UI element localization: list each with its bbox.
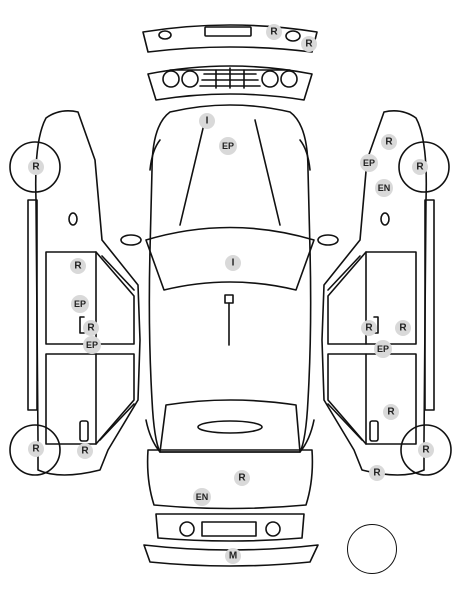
marker-label: R <box>365 323 373 334</box>
marker-label: R <box>422 445 430 456</box>
marker-left-front-door-ep[interactable]: EP <box>71 295 89 313</box>
marker-right-front-wheel-r[interactable]: R <box>412 159 428 175</box>
left-front-wheel[interactable] <box>9 141 61 193</box>
marker-front-bumper-r2[interactable]: R <box>301 36 317 52</box>
marker-label: R <box>32 444 40 455</box>
marker-left-front-door-r[interactable]: R <box>70 258 86 274</box>
marker-label: EP <box>74 299 86 309</box>
right-front-wheel[interactable] <box>398 141 450 193</box>
marker-left-front-wheel-r[interactable]: R <box>28 159 44 175</box>
left-side-view[interactable] <box>27 110 141 476</box>
rear-bumper[interactable] <box>143 544 319 567</box>
marker-left-rear-wheel-r[interactable]: R <box>28 441 44 457</box>
marker-hood-i[interactable]: I <box>199 113 215 129</box>
marker-right-fender-en[interactable]: EN <box>375 179 393 197</box>
empty-marker-circle[interactable] <box>347 524 397 574</box>
marker-label: R <box>81 446 89 457</box>
marker-label: EN <box>196 492 209 502</box>
marker-left-rear-wheel-r2[interactable]: R <box>77 443 93 459</box>
left-rear-wheel[interactable] <box>9 424 61 476</box>
car-body-top[interactable] <box>120 104 339 453</box>
marker-label: R <box>270 27 278 38</box>
marker-label: R <box>74 261 82 272</box>
marker-label: I <box>206 116 209 127</box>
marker-label: R <box>385 137 393 148</box>
marker-label: R <box>373 468 381 479</box>
marker-left-front-door-r2[interactable]: R <box>83 320 99 336</box>
marker-label: EP <box>222 141 234 151</box>
marker-label: R <box>305 39 313 50</box>
marker-right-door-r1[interactable]: R <box>361 320 377 336</box>
front-grille[interactable] <box>147 65 313 101</box>
rear-trunk[interactable] <box>146 449 314 510</box>
marker-label: R <box>387 407 395 418</box>
marker-right-fender-ep[interactable]: EP <box>360 154 378 172</box>
marker-label: EN <box>378 183 391 193</box>
marker-right-door-r2[interactable]: R <box>395 320 411 336</box>
marker-roof-i[interactable]: I <box>225 255 241 271</box>
marker-rear-trunk-r[interactable]: R <box>234 470 250 486</box>
marker-right-rear-wheel-r[interactable]: R <box>418 442 434 458</box>
marker-front-bumper-r1[interactable]: R <box>266 24 282 40</box>
front-bumper[interactable] <box>142 24 318 53</box>
marker-right-sill-ep[interactable]: EP <box>374 340 392 358</box>
marker-label: R <box>238 473 246 484</box>
marker-label: EP <box>363 158 375 168</box>
marker-right-fender-r[interactable]: R <box>381 134 397 150</box>
marker-label: EP <box>377 344 389 354</box>
right-side-view[interactable] <box>321 110 435 476</box>
marker-rear-trunk-en[interactable]: EN <box>193 488 211 506</box>
marker-label: R <box>32 162 40 173</box>
marker-right-rear-r[interactable]: R <box>383 404 399 420</box>
marker-right-rear-r2[interactable]: R <box>369 465 385 481</box>
marker-label: I <box>232 258 235 269</box>
rear-lights[interactable] <box>155 513 305 542</box>
marker-hood-ep[interactable]: EP <box>219 137 237 155</box>
marker-label: R <box>87 323 95 334</box>
marker-rear-bumper-m[interactable]: M <box>225 548 241 564</box>
marker-left-sill-ep[interactable]: EP <box>83 336 101 354</box>
marker-label: M <box>229 551 237 562</box>
marker-label: R <box>416 162 424 173</box>
marker-label: EP <box>86 340 98 350</box>
right-rear-wheel[interactable] <box>400 424 452 476</box>
marker-label: R <box>399 323 407 334</box>
